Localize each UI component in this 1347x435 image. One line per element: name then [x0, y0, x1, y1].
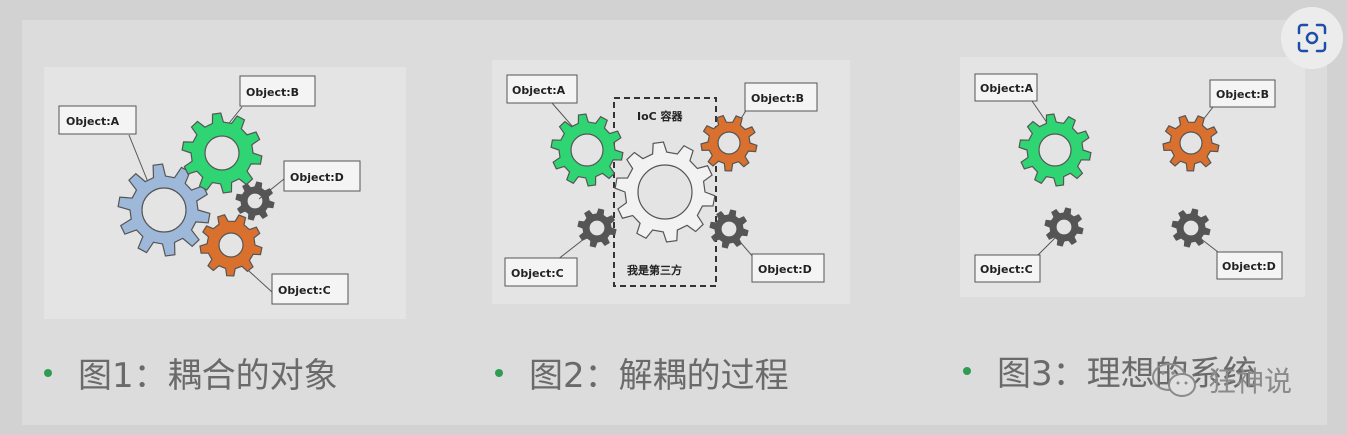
svg-text:Object:D: Object:D [290, 171, 344, 184]
svg-text:Object:B: Object:B [1216, 88, 1269, 101]
fig2-diagram: IoC 容器 我是第三方 Object:A Object:B Object:C … [504, 74, 825, 287]
svg-text:Object:A: Object:A [980, 82, 1034, 95]
gear-gray-c [577, 208, 617, 248]
ioc-container-title: IoC 容器 [637, 109, 684, 123]
gear-shape [709, 209, 749, 249]
gear-shape [700, 114, 758, 172]
bullet-dot [963, 366, 971, 375]
lens-scan-icon [1297, 23, 1327, 53]
label-object-b: Object:B [744, 82, 818, 112]
gear-shape [181, 112, 263, 194]
label-object-c: Object:C [271, 273, 349, 305]
label-object-b: Object:B [239, 75, 316, 107]
label-object-c: Object:C [974, 254, 1041, 283]
caption-figure-2: 图2：解耦的过程 [495, 348, 789, 397]
bullet-dot [44, 368, 52, 377]
svg-text:Object:B: Object:B [246, 86, 299, 99]
figure-coupled-objects: Object:A Object:B Object:D Object:C [44, 67, 406, 319]
gear-green-b [181, 112, 263, 194]
fig1-diagram: Object:A Object:B Object:D Object:C [58, 75, 361, 305]
label-object-b: Object:B [1209, 79, 1276, 108]
gear-gray-d [709, 209, 749, 249]
gear-shape [550, 113, 624, 187]
label-object-c: Object:C [504, 257, 578, 287]
caption-figure-1: 图1：耦合的对象 [44, 348, 338, 397]
gear-shape [1044, 207, 1084, 247]
label-object-a: Object:A [506, 74, 578, 104]
label-object-d: Object:D [751, 253, 825, 283]
svg-text:Object:C: Object:C [980, 263, 1033, 276]
gear-shape [1162, 114, 1220, 172]
gear-orange-b [700, 114, 758, 172]
svg-text:Object:D: Object:D [758, 263, 812, 276]
gear-orange-c [199, 213, 263, 277]
svg-text:Object:A: Object:A [512, 84, 566, 97]
bullet-dot [495, 368, 503, 377]
caption-figure-3: 图3：理想的系统 [963, 346, 1257, 395]
watermark-text: 狂神说 [1208, 365, 1293, 398]
caption-text: 图2：解耦的过程 [529, 356, 789, 396]
gear-gray-d [1171, 208, 1211, 248]
lens-scan-button[interactable] [1281, 7, 1343, 69]
gear-shape [577, 208, 617, 248]
figure-decoupling-process: IoC 容器 我是第三方 Object:A Object:B Object:C … [492, 60, 850, 304]
gear-shape [1018, 113, 1092, 187]
gear-shape [1171, 208, 1211, 248]
label-object-d: Object:D [1216, 251, 1283, 280]
figure-ideal-system: Object:A Object:B Object:C Object:D [960, 57, 1305, 297]
ioc-container-note: 我是第三方 [627, 263, 682, 277]
gear-green-a [550, 113, 624, 187]
wechat-icon [1152, 363, 1196, 397]
label-object-d: Object:D [283, 160, 361, 192]
gear-shape [614, 141, 716, 243]
gear-shape [199, 213, 263, 277]
svg-text:Object:C: Object:C [511, 267, 564, 280]
svg-text:Object:B: Object:B [751, 92, 804, 105]
watermark: 狂神说 [1150, 360, 1292, 400]
leader-line [1037, 234, 1059, 256]
gear-blue [117, 163, 211, 257]
label-object-a: Object:A [974, 73, 1038, 102]
gear-green-a [1018, 113, 1092, 187]
gear-ioc [614, 141, 716, 243]
svg-text:Object:D: Object:D [1222, 260, 1276, 273]
gear-gray-d [235, 181, 275, 221]
caption-text: 图1：耦合的对象 [78, 356, 338, 396]
fig3-diagram: Object:A Object:B Object:C Object:D [974, 73, 1283, 283]
gear-shape [235, 181, 275, 221]
svg-text:Object:C: Object:C [278, 284, 331, 297]
caption-text: 图3：理想的系统 [997, 354, 1257, 394]
label-object-a: Object:A [58, 105, 137, 135]
gear-gray-c [1044, 207, 1084, 247]
gear-orange-b [1162, 114, 1220, 172]
gear-shape [117, 163, 211, 257]
svg-text:Object:A: Object:A [66, 115, 120, 128]
ioc-container-box [613, 97, 717, 287]
